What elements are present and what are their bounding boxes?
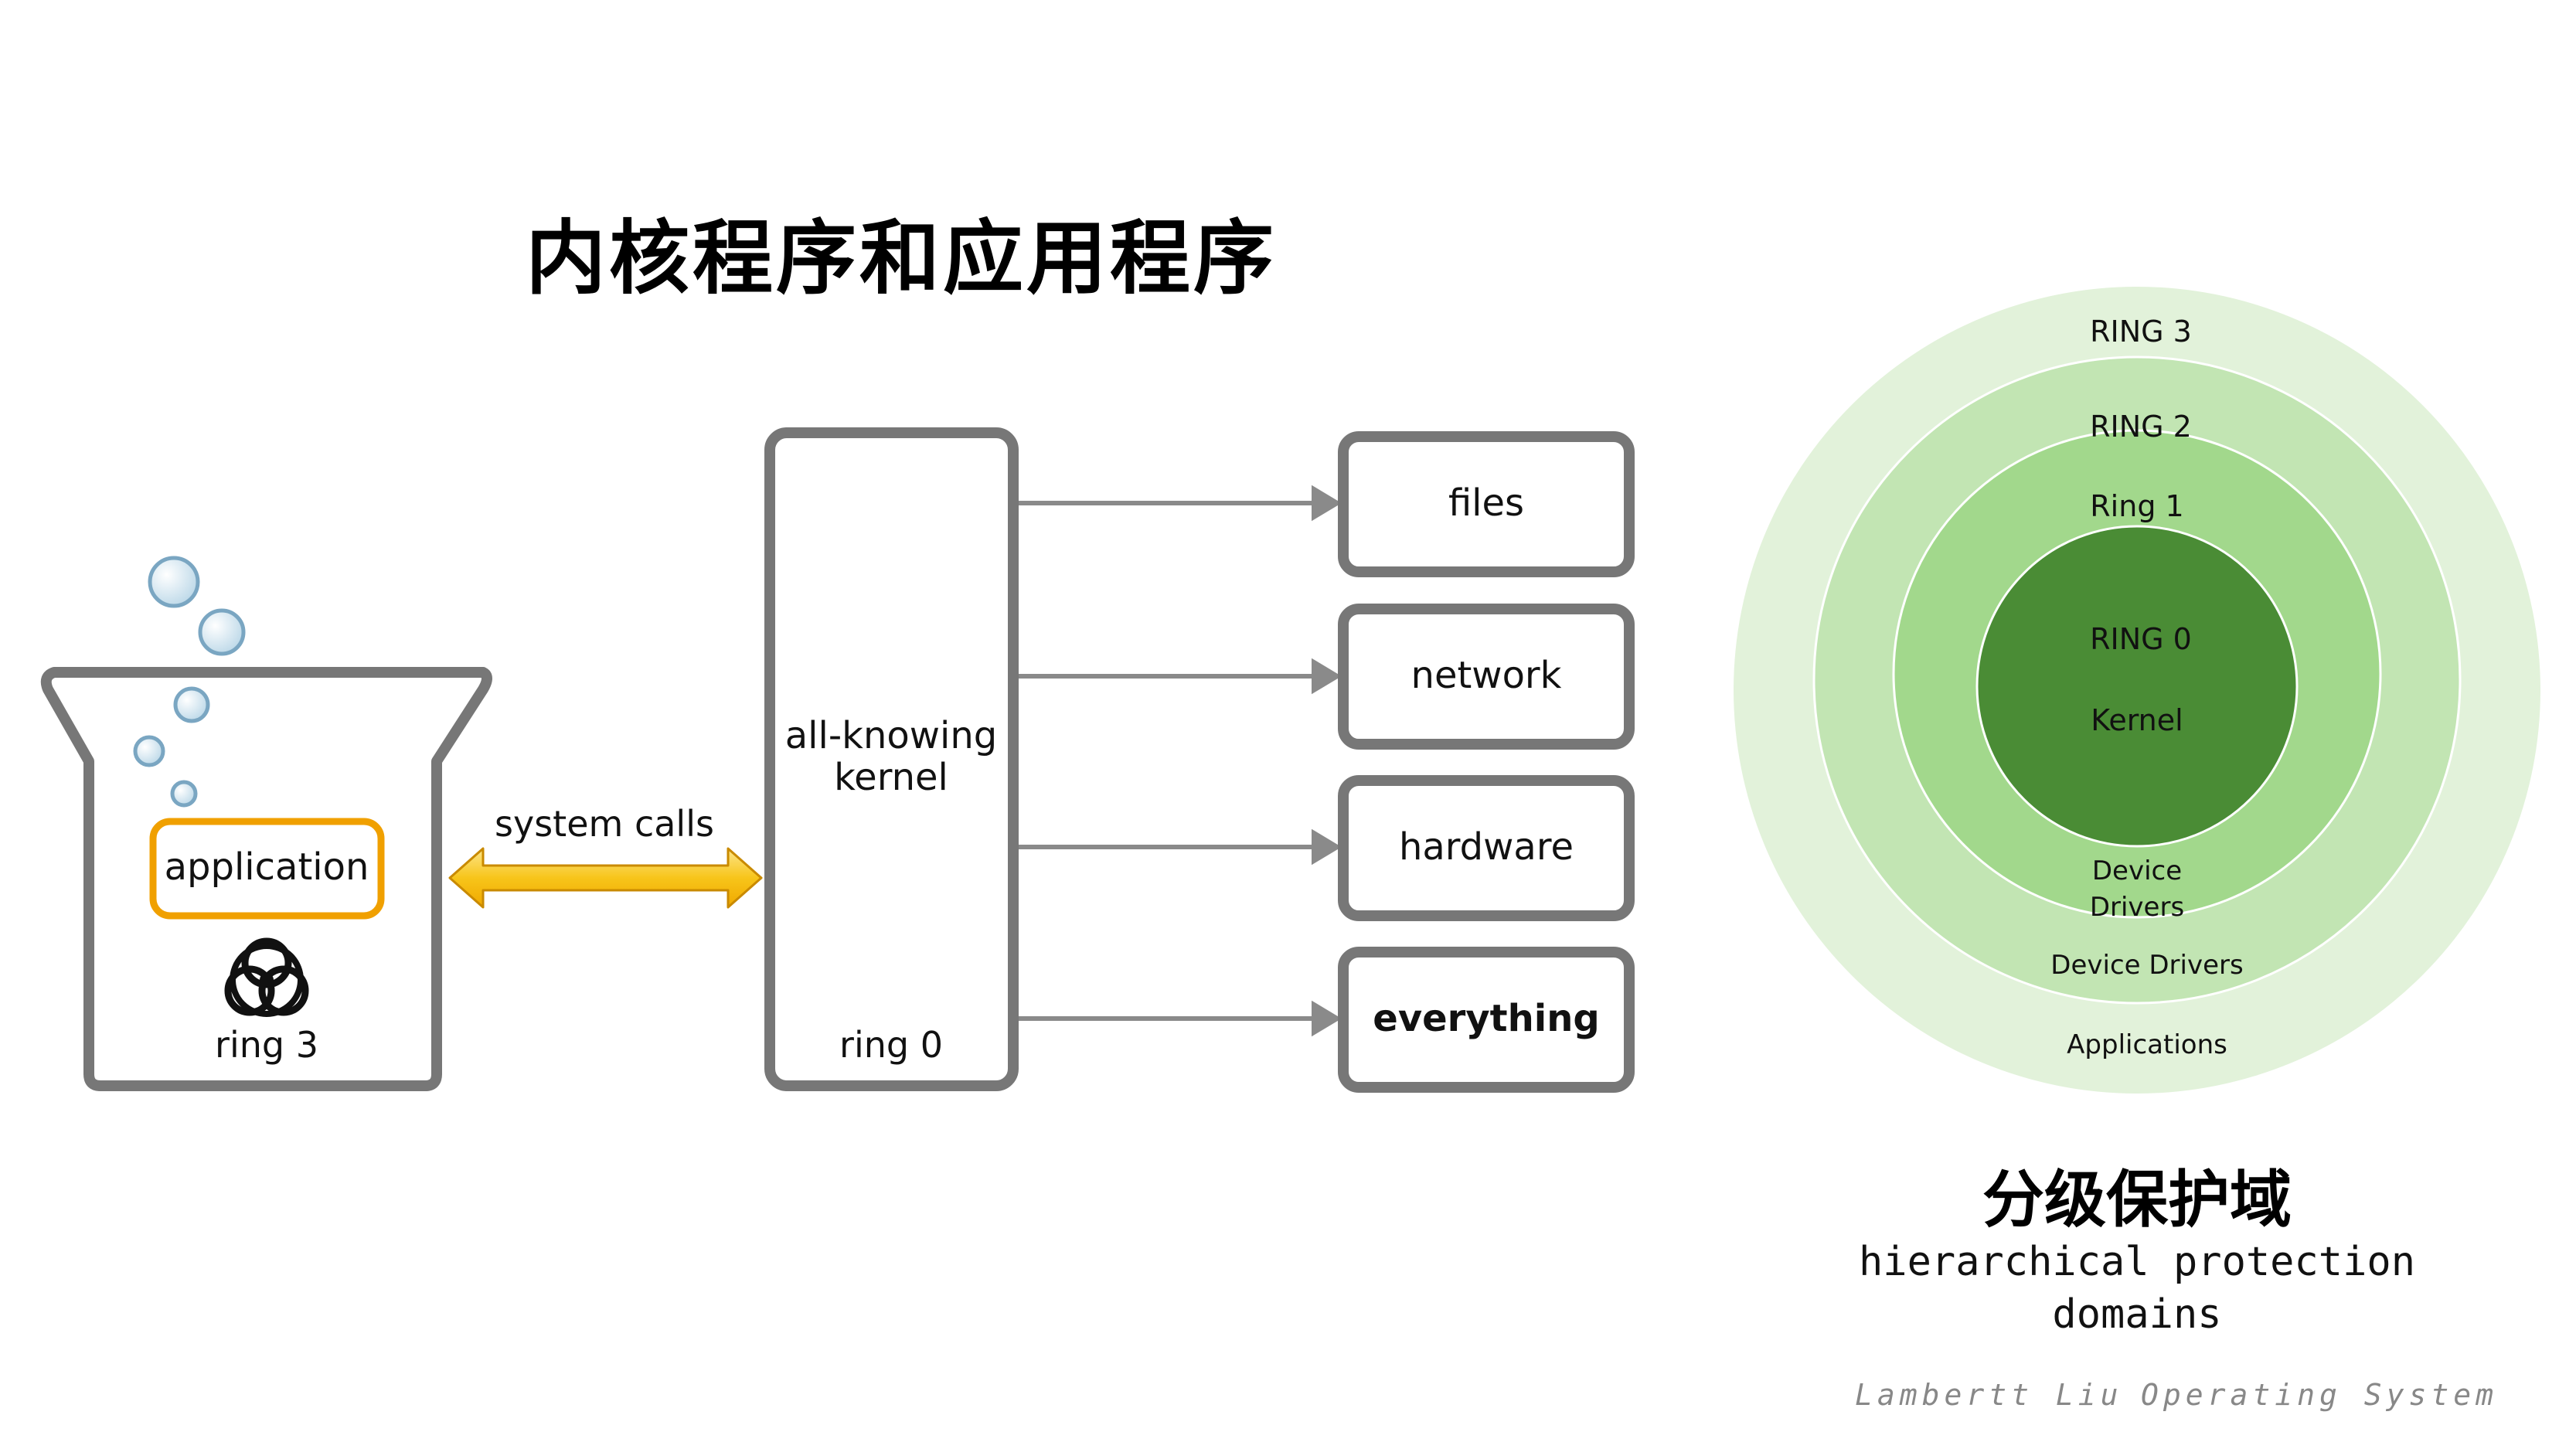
- network-label: network: [1411, 654, 1562, 697]
- bubble-icon: [170, 780, 198, 808]
- application-box: [149, 818, 385, 920]
- biohazard-icon: [224, 937, 309, 1017]
- bubbles: [133, 556, 246, 808]
- system-calls-label: system calls: [495, 803, 714, 845]
- device-drivers-outer-text: Device Drivers: [2050, 950, 2243, 981]
- bubble-icon: [148, 556, 200, 608]
- bubble-icon: [133, 735, 165, 767]
- ring3-label: ring 3: [215, 1024, 318, 1066]
- kernel-label-line2: kernel: [834, 756, 948, 799]
- ring0-circle: [1975, 525, 2299, 848]
- hardware-box: [1338, 775, 1635, 921]
- kernel-text: Kernel: [2091, 703, 2183, 737]
- ring3-text: RING 3: [2090, 315, 2192, 349]
- ring0-text: RING 0: [2090, 622, 2192, 656]
- double-arrow-icon: [448, 847, 763, 909]
- ring2-text: RING 2: [2090, 410, 2192, 444]
- rings-caption-cn: 分级保护域: [1982, 1163, 2292, 1236]
- rings-caption-en-line2: domains: [2052, 1291, 2221, 1338]
- everything-box: [1338, 947, 1635, 1093]
- footer-author: Lambertt Liu: [1855, 1378, 2123, 1412]
- application-label: application: [165, 845, 369, 889]
- rings-caption-en-line1: hierarchical protection: [1859, 1239, 2415, 1285]
- kernel-label-line1: all-knowing: [785, 714, 997, 757]
- protection-rings: [1734, 287, 2540, 1094]
- slide-title: 内核程序和应用程序: [526, 210, 1277, 305]
- connector-arrows: [1019, 485, 1342, 1037]
- files-box: [1338, 431, 1635, 577]
- applications-text: Applications: [2067, 1029, 2227, 1060]
- device-drivers-inner-text-1: Device: [2092, 855, 2182, 886]
- bubble-icon: [173, 686, 210, 723]
- ring0-label: ring 0: [839, 1024, 943, 1066]
- kernel-box: [764, 427, 1019, 1091]
- bubble-icon: [198, 608, 246, 656]
- ring1-text: Ring 1: [2090, 489, 2183, 523]
- device-drivers-inner-text-2: Drivers: [2090, 892, 2184, 923]
- footer-course: Operating System: [2141, 1378, 2498, 1412]
- network-box: [1338, 604, 1635, 750]
- hardware-label: hardware: [1399, 825, 1574, 869]
- files-label: files: [1448, 481, 1524, 525]
- everything-label: everything: [1373, 997, 1599, 1040]
